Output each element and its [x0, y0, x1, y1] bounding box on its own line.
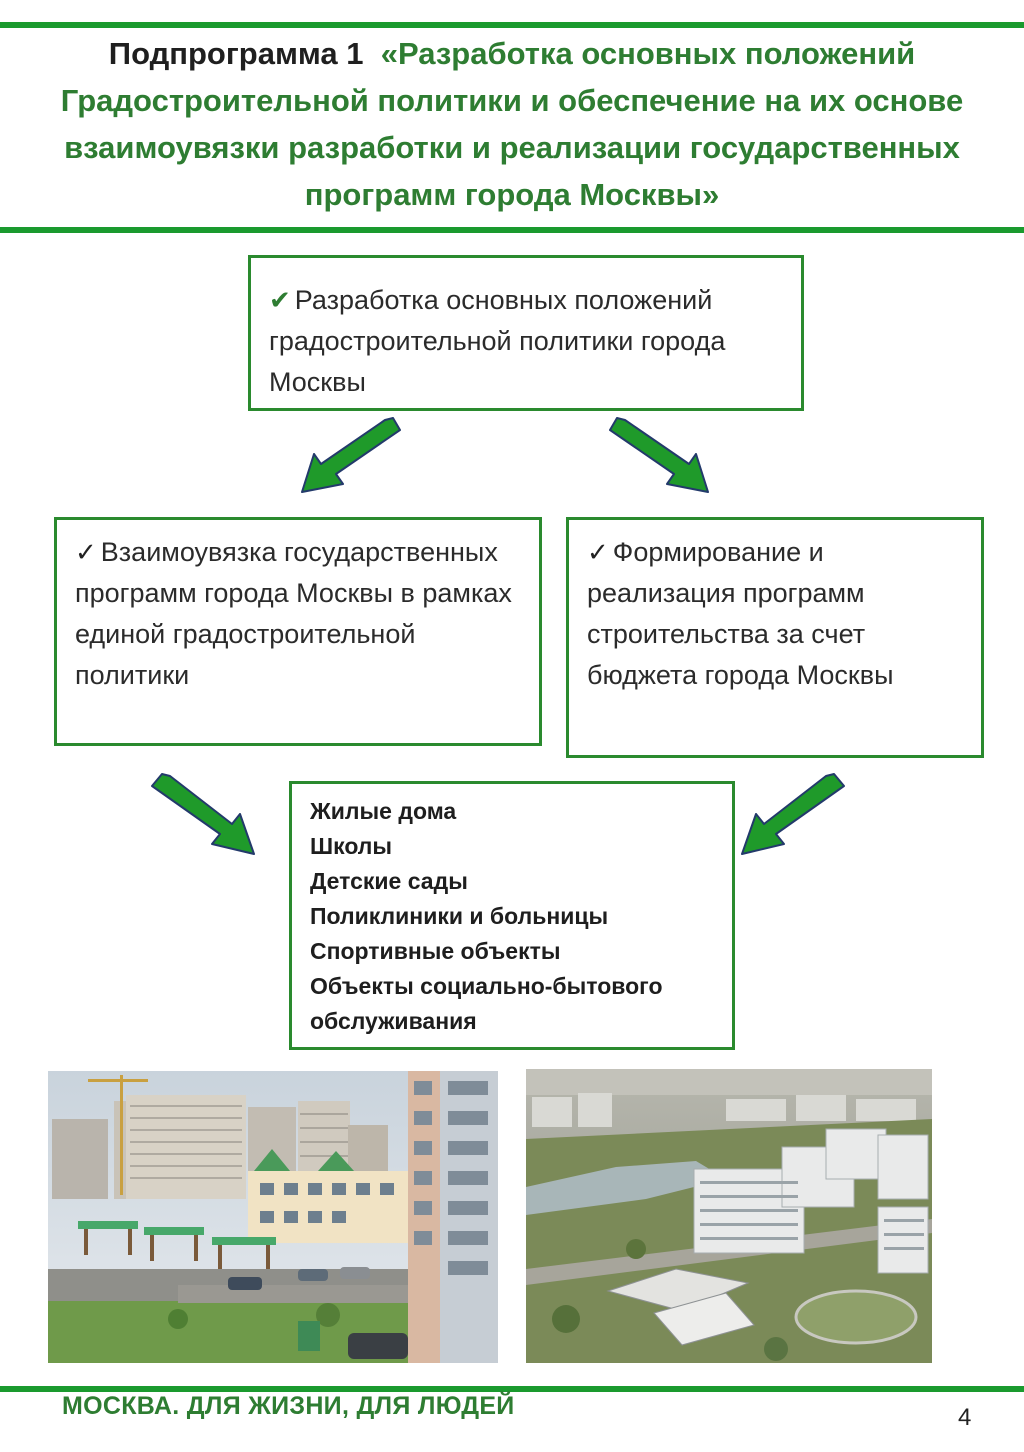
aerial-district-photo [526, 1069, 932, 1363]
list-item: Жилые дома [310, 798, 457, 824]
subprogram-label: Подпрограмма 1 [108, 36, 364, 71]
page-number: 4 [958, 1404, 972, 1431]
facility-types-list: Жилые дома Школы Детские сады Поликлиник… [310, 794, 714, 1039]
programs-coordination-box: ✓Взаимоувязка государственных программ г… [54, 517, 542, 746]
policy-development-text: Разработка основных положений градострои… [269, 285, 726, 397]
header-bottom-rule [0, 227, 1024, 233]
arrow-down-right-icon [151, 773, 255, 855]
arrow-down-left-icon [301, 417, 401, 493]
footer-rule [0, 1386, 1024, 1392]
list-item: Школы [310, 833, 393, 859]
facility-types-box: Жилые дома Школы Детские сады Поликлиник… [289, 781, 735, 1050]
checkmark-icon: ✔ [269, 285, 291, 315]
residential-district-photo [48, 1071, 498, 1363]
construction-programs-text: Формирование и реализация программ строи… [587, 537, 894, 690]
list-item: Детские сады [310, 868, 468, 894]
policy-development-box: ✔Разработка основных положений градостро… [248, 255, 804, 411]
checkmark-icon: ✓ [587, 537, 609, 567]
programs-coordination-text: Взаимоувязка государственных программ го… [75, 537, 512, 690]
list-item: Спортивные объекты [310, 938, 561, 964]
list-item: Поликлиники и больницы [310, 903, 609, 929]
list-item: Объекты социально-бытового обслуживания [310, 973, 663, 1034]
page-title: Подпрограмма 1 «Разработка основных поло… [0, 30, 1024, 225]
construction-programs-box: ✓Формирование и реализация программ стро… [566, 517, 984, 758]
footer-slogan: МОСКВА. ДЛЯ ЖИЗНИ, ДЛЯ ЛЮДЕЙ [62, 1392, 515, 1420]
subprogram-title: «Разработка основных положений Градостро… [60, 36, 964, 212]
arrow-down-right-icon [609, 417, 709, 493]
checkmark-icon: ✓ [75, 537, 97, 567]
arrow-down-left-icon [741, 773, 845, 855]
header-top-rule [0, 22, 1024, 28]
